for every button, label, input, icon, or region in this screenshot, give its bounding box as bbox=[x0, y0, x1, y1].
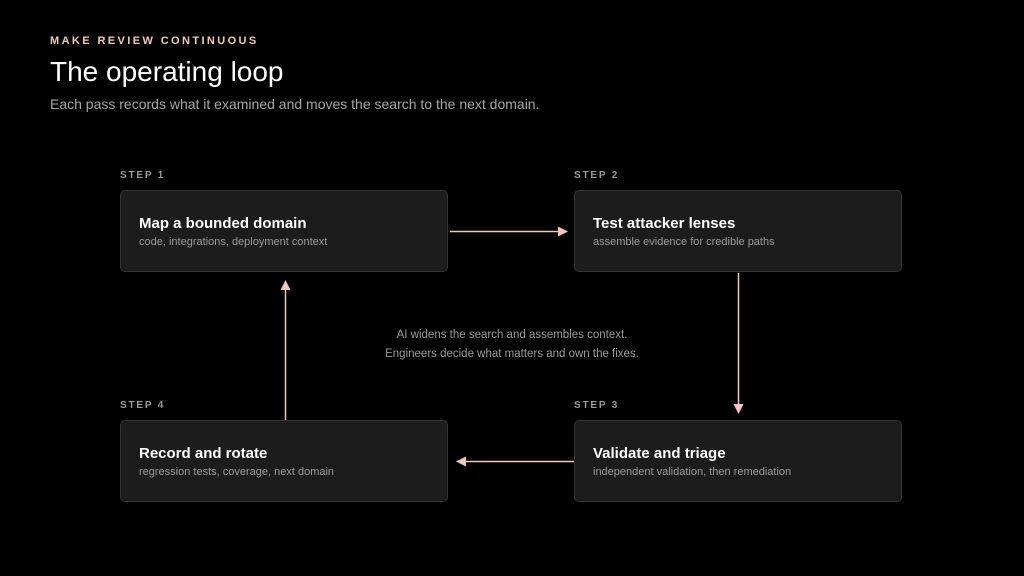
step-2-title: Test attacker lenses bbox=[593, 215, 736, 232]
center-note-line-1: AI widens the search and assembles conte… bbox=[396, 329, 628, 341]
step-3-label: STEP 3 bbox=[574, 400, 620, 411]
step-1-title: Map a bounded domain bbox=[139, 215, 307, 232]
page-title: The operating loop bbox=[50, 56, 284, 87]
step-2-description: assemble evidence for credible paths bbox=[593, 236, 775, 248]
step-4-title: Record and rotate bbox=[139, 445, 268, 462]
step-1-card: Map a bounded domain code, integrations,… bbox=[120, 190, 448, 272]
step-3-title: Validate and triage bbox=[593, 445, 726, 462]
arrow-step2-to-step3 bbox=[733, 273, 744, 414]
step-2-label: STEP 2 bbox=[574, 170, 620, 181]
step-2-card: Test attacker lenses assemble evidence f… bbox=[574, 190, 902, 272]
arrow-step1-to-step2 bbox=[450, 226, 568, 237]
step-4-card: Record and rotate regression tests, cove… bbox=[120, 420, 448, 502]
step-1-description: code, integrations, deployment context bbox=[139, 236, 328, 248]
center-note-line-2: Engineers decide what matters and own th… bbox=[385, 348, 639, 360]
step-4-label: STEP 4 bbox=[120, 400, 166, 411]
page-subtitle: Each pass records what it examined and m… bbox=[50, 96, 540, 112]
step-1-label: STEP 1 bbox=[120, 170, 166, 181]
arrow-step4-to-step1 bbox=[280, 280, 291, 420]
step-4-description: regression tests, coverage, next domain bbox=[139, 466, 335, 478]
step-3-card: Validate and triage independent validati… bbox=[574, 420, 902, 502]
arrow-step3-to-step4 bbox=[456, 456, 574, 467]
section-eyebrow: MAKE REVIEW CONTINUOUS bbox=[50, 35, 259, 47]
step-3-description: independent validation, then remediation bbox=[593, 466, 792, 478]
